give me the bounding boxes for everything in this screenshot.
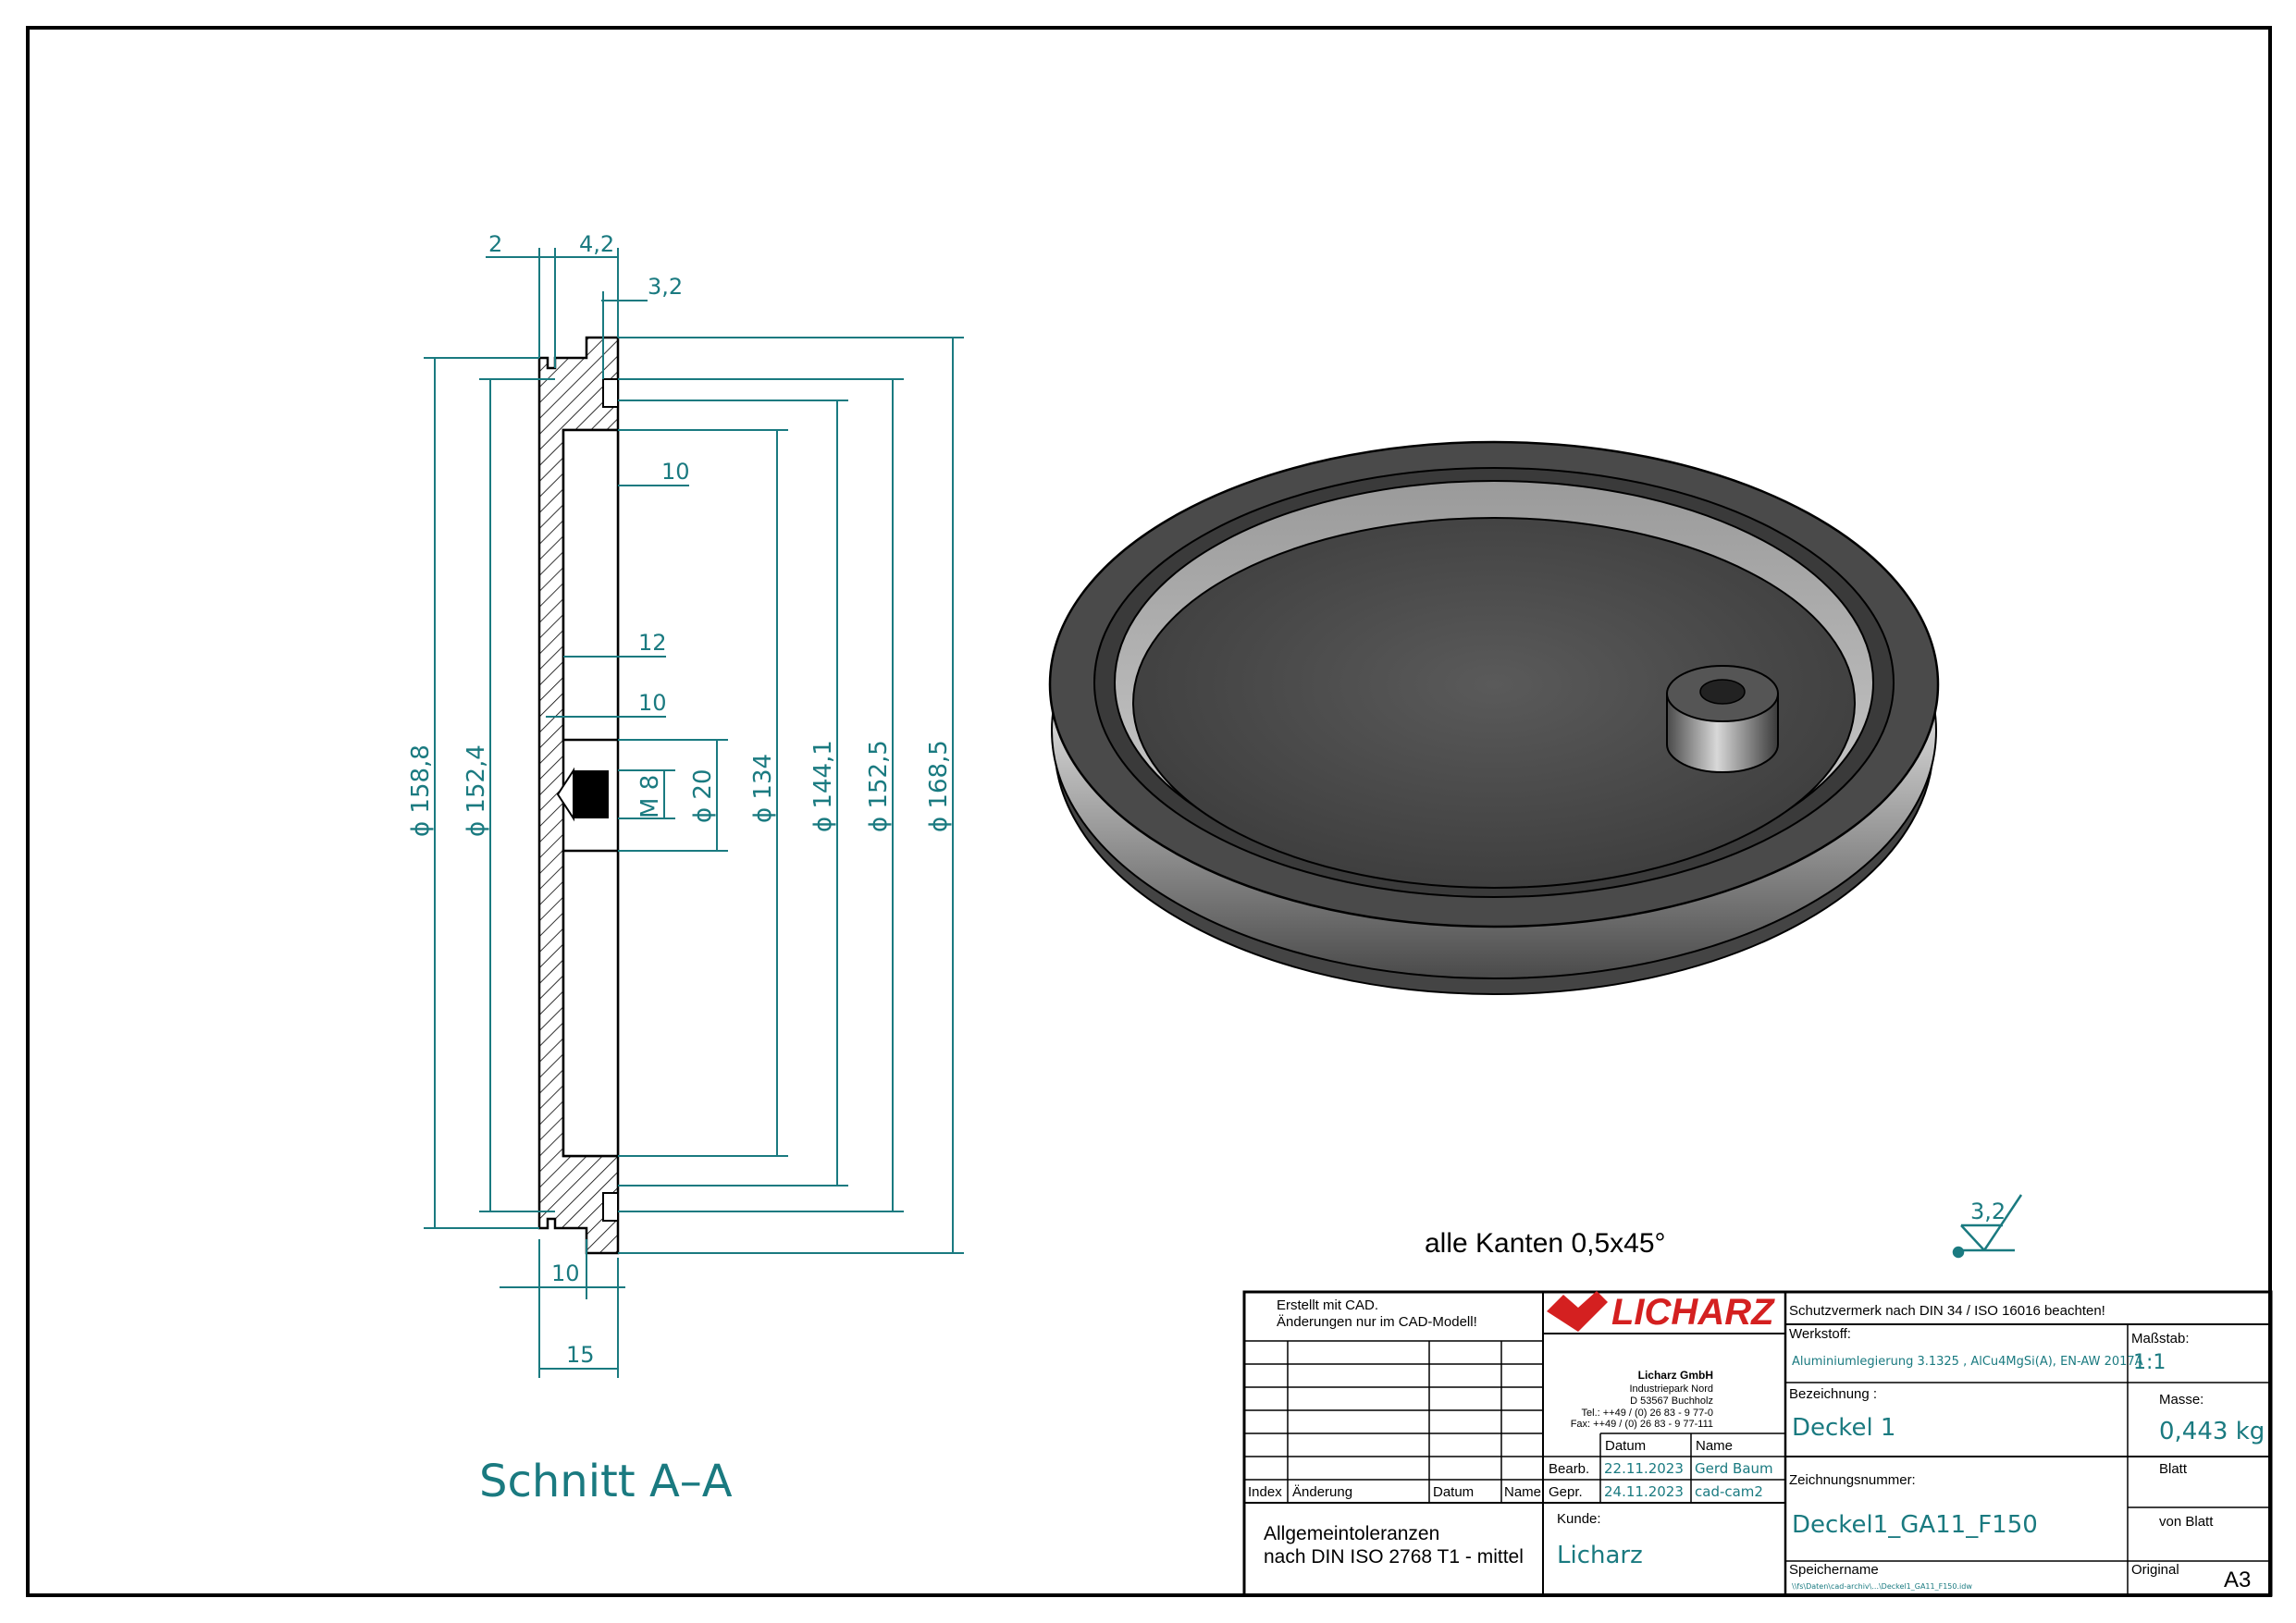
rev-header-date: Datum	[1433, 1484, 1474, 1500]
bezeichnung-label: Bezeichnung :	[1789, 1386, 1877, 1402]
dim-10-b: 10	[638, 690, 667, 716]
dia-158-8: ϕ 158,8	[407, 744, 435, 837]
dia-134: ϕ 134	[749, 754, 777, 823]
title-block	[1242, 1290, 2273, 1597]
bore-region	[562, 428, 620, 742]
gepr-label: Gepr.	[1549, 1484, 1583, 1500]
zeichnungsnummer-label: Zeichnungsnummer:	[1789, 1472, 1916, 1488]
gepr-name: cad-cam2	[1695, 1483, 1763, 1500]
original-label: Original	[2131, 1562, 2179, 1578]
groove-bottom	[602, 1192, 619, 1222]
werkstoff-value: Aluminiumlegierung 3.1325 , AlCu4MgSi(A)…	[1792, 1355, 2143, 1369]
dim-3-2: 3,2	[648, 274, 683, 300]
logo-text: LICHARZ	[1611, 1292, 1775, 1333]
dia-168-5: ϕ 168,5	[925, 740, 953, 832]
tolerance-line-1: Allgemeintoleranzen	[1264, 1523, 1439, 1544]
blatt-label: Blatt	[2159, 1461, 2188, 1477]
roughness-value: 3,2	[1970, 1199, 2006, 1224]
werkstoff-label: Werkstoff:	[1789, 1326, 1851, 1342]
bearb-name: Gerd Baum	[1695, 1460, 1773, 1477]
dia-144-1: ϕ 144,1	[809, 740, 837, 832]
massstab-value: 1:1	[2133, 1351, 2166, 1374]
von-blatt-label: von Blatt	[2159, 1514, 2214, 1530]
kunde-label: Kunde:	[1557, 1511, 1601, 1527]
rev-header-change: Änderung	[1292, 1484, 1352, 1500]
format-value: A3	[2224, 1568, 2251, 1592]
groove-top	[602, 378, 619, 408]
speichername-label: Speichername	[1789, 1562, 1879, 1578]
datum-label: Datum	[1605, 1438, 1646, 1454]
company-city: D 53567 Buchholz	[1630, 1396, 1713, 1407]
sheet-border	[26, 26, 2272, 1597]
thread-m8: M 8	[636, 775, 664, 818]
edge-note: alle Kanten 0,5x45°	[1425, 1228, 1666, 1259]
gepr-date: 24.11.2023	[1604, 1483, 1684, 1500]
tolerance-line-2: nach DIN ISO 2768 T1 - mittel	[1264, 1546, 1524, 1568]
zeichnungsnummer-value: Deckel1_GA11_F150	[1792, 1511, 2038, 1539]
bearb-date: 22.11.2023	[1604, 1460, 1684, 1477]
dim-10-a: 10	[661, 459, 690, 485]
cad-note-1: Erstellt mit CAD.	[1277, 1297, 1378, 1313]
speichername-value: \\fs\Daten\cad-archiv\...\Deckel1_GA11_F…	[1792, 1582, 1972, 1591]
company-name: Licharz GmbH	[1638, 1369, 1713, 1382]
dim-2: 2	[488, 231, 502, 257]
massstab-label: Maßstab:	[2131, 1331, 2190, 1346]
threaded-hole	[574, 770, 609, 818]
dim-10-c: 10	[551, 1260, 580, 1286]
bearb-label: Bearb.	[1549, 1461, 1589, 1477]
cad-note-2: Änderungen nur im CAD-Modell!	[1277, 1314, 1477, 1330]
rev-header-index: Index	[1248, 1484, 1282, 1500]
masse-label: Masse:	[2159, 1392, 2203, 1408]
boss-hole	[1699, 679, 1746, 705]
section-view: 2 4,2 3,2 10 12 10 10 15 ϕ 158,8 ϕ 152,4…	[407, 231, 964, 1507]
rev-header-name: Name	[1504, 1484, 1541, 1500]
company-street: Industriepark Nord	[1630, 1383, 1714, 1395]
dia-20: ϕ 20	[689, 769, 717, 824]
dia-152-4: ϕ 152,4	[463, 744, 490, 837]
bore-region-lower	[562, 849, 620, 1158]
dim-4-2: 4,2	[579, 231, 614, 257]
dim-15: 15	[566, 1342, 595, 1368]
drill-tip	[556, 767, 574, 822]
protection-note: Schutzvermerk nach DIN 34 / ISO 16016 be…	[1789, 1303, 2105, 1319]
section-title: Schnitt A–A	[479, 1456, 733, 1507]
name-label: Name	[1696, 1438, 1733, 1454]
isometric-view	[1048, 440, 1940, 995]
roughness-symbol	[1952, 1194, 2023, 1259]
kunde-value: Licharz	[1557, 1542, 1643, 1569]
licharz-logo: LICHARZ	[1547, 1291, 1775, 1333]
company-fax: Fax: ++49 / (0) 26 83 - 9 77-111	[1571, 1419, 1713, 1430]
bezeichnung-value: Deckel 1	[1792, 1414, 1895, 1442]
dia-152-5: ϕ 152,5	[865, 740, 893, 832]
pocket-floor	[1132, 517, 1856, 889]
company-tel: Tel.: ++49 / (0) 26 83 - 9 77-0	[1582, 1408, 1713, 1419]
masse-value: 0,443 kg	[2159, 1418, 2265, 1445]
dim-12: 12	[638, 630, 667, 656]
